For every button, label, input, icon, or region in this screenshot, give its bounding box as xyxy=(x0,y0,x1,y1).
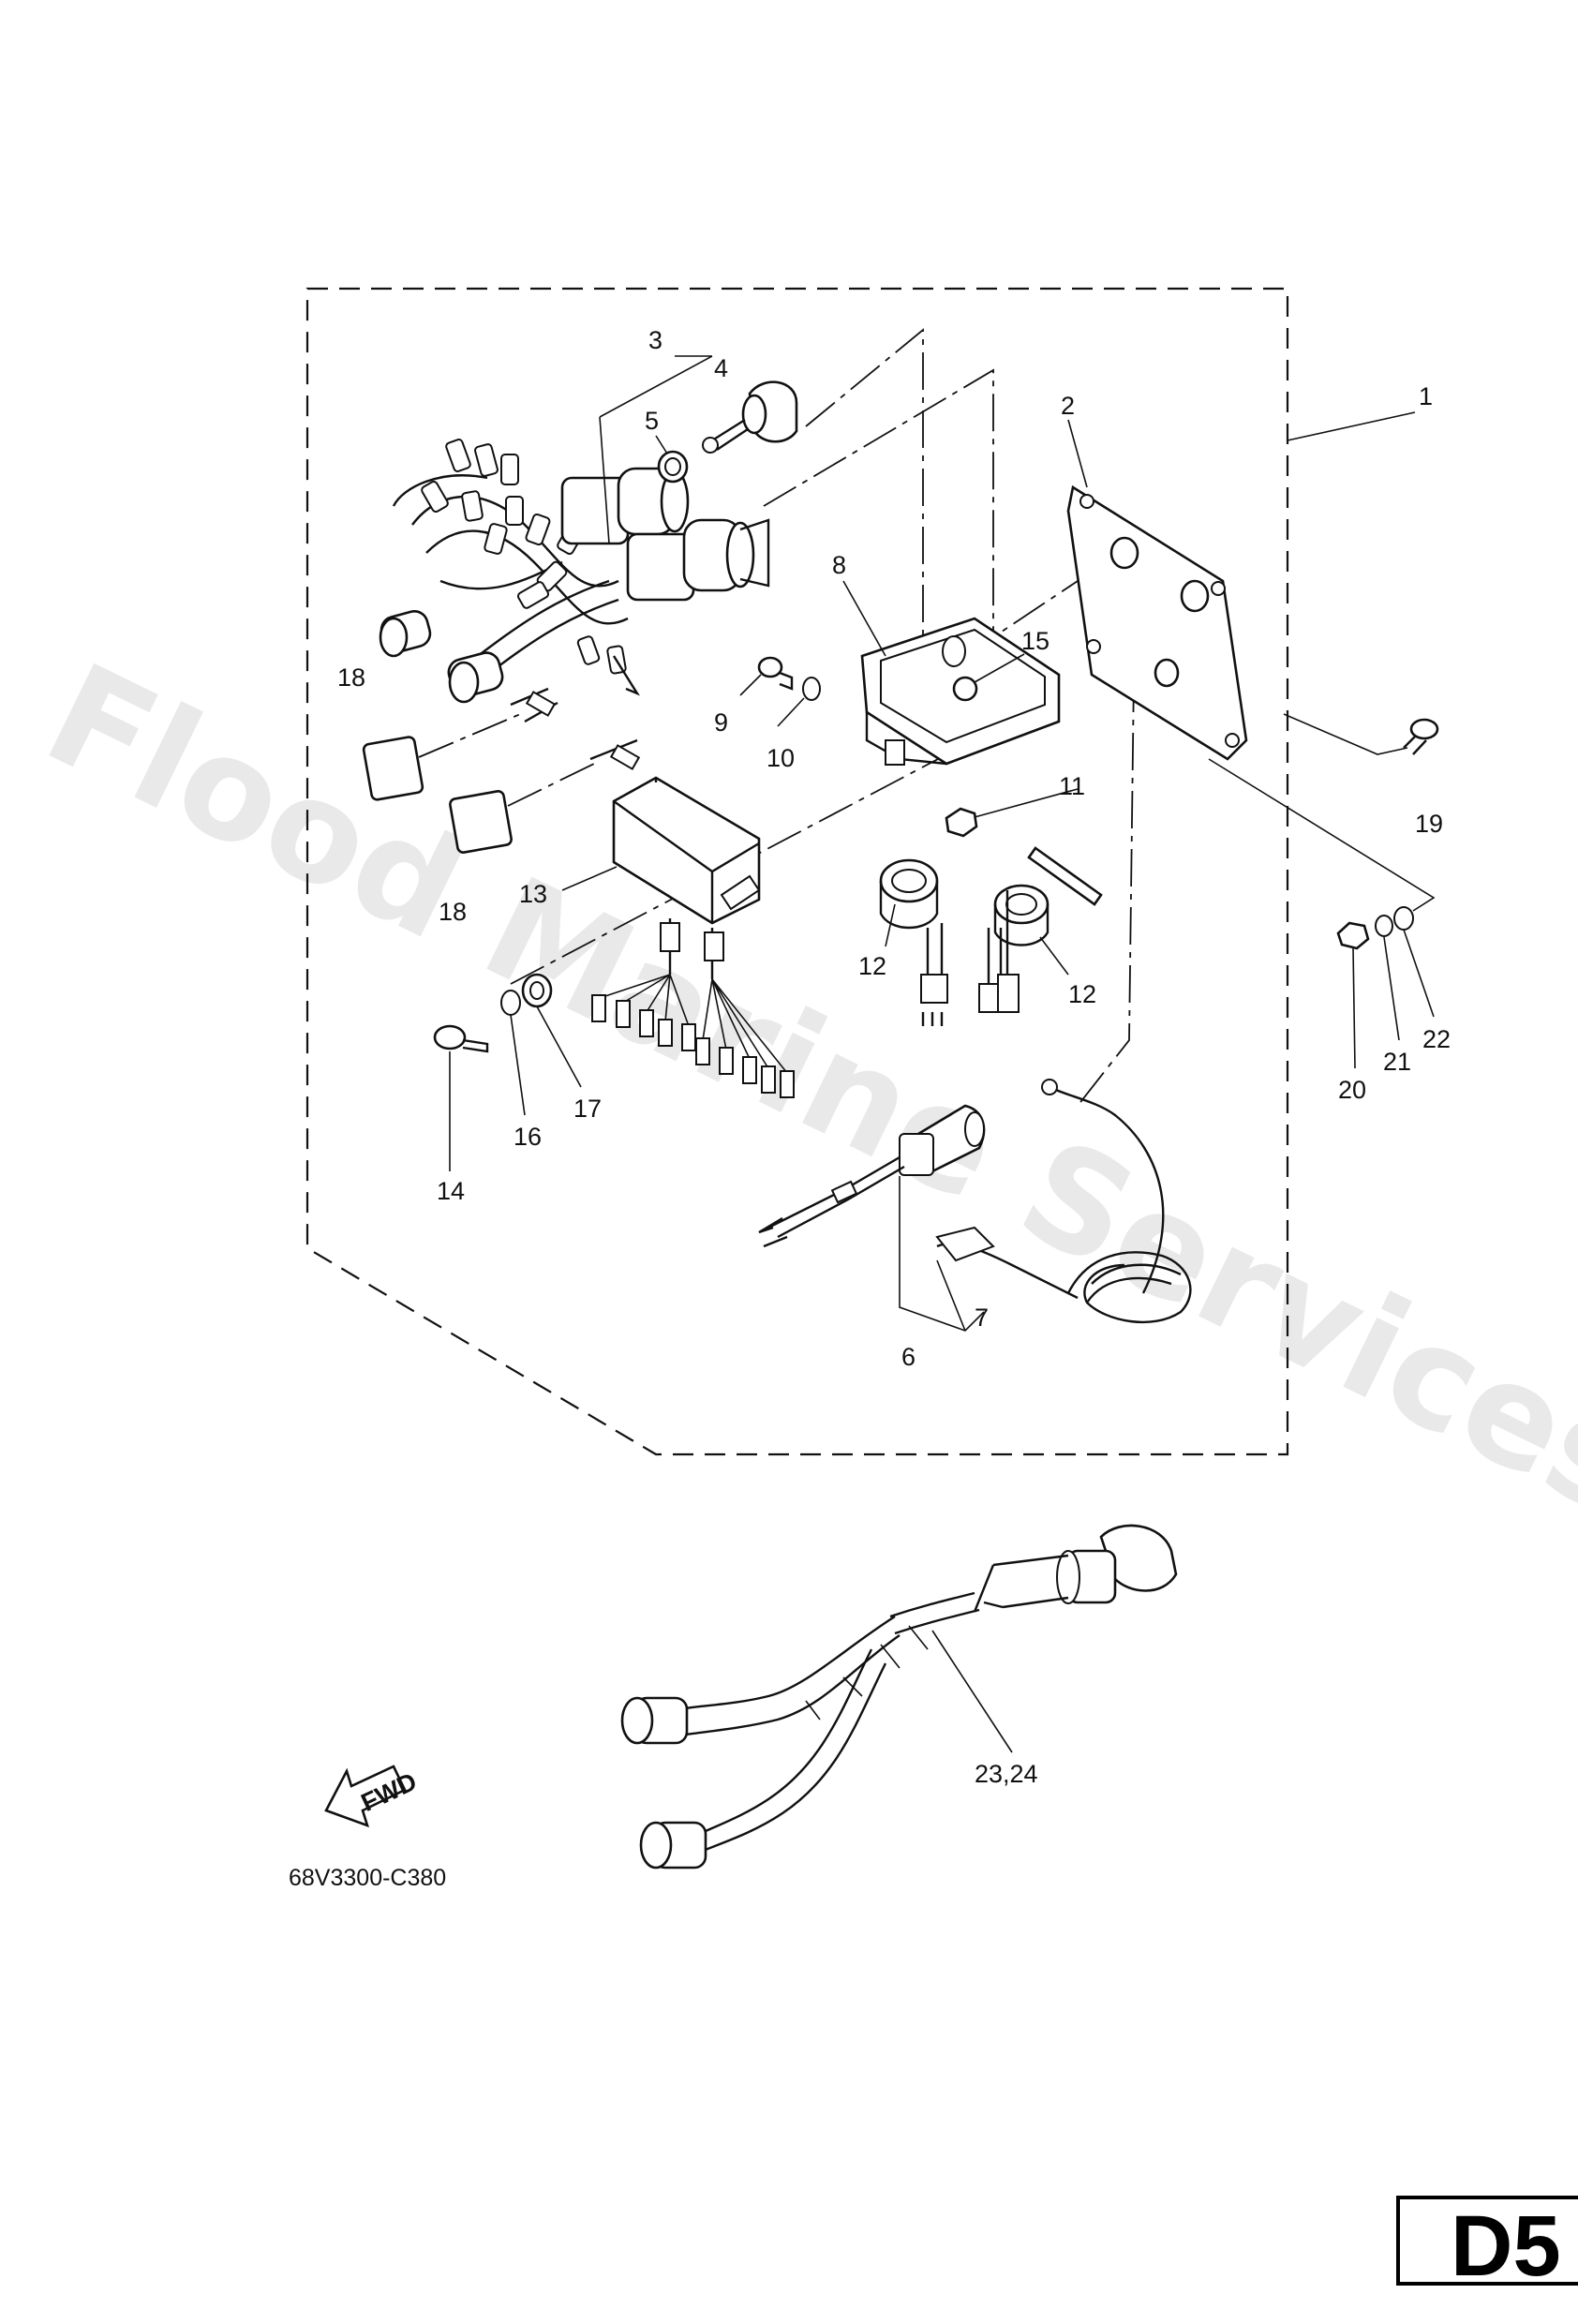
callout-18b: 18 xyxy=(439,898,467,926)
leader-23-24 xyxy=(931,1630,1013,1753)
nut-20-part xyxy=(1336,921,1370,950)
leader-3 xyxy=(599,355,713,544)
leader-19 xyxy=(1283,713,1408,755)
panel-plate-part xyxy=(1066,484,1248,761)
leader-13 xyxy=(561,866,618,891)
connector-cap-part xyxy=(362,687,558,801)
centerline-1 xyxy=(805,328,924,698)
cable-tie-part xyxy=(1027,846,1103,906)
switch-nut-part xyxy=(657,450,689,484)
callout-14: 14 xyxy=(437,1177,465,1205)
callout-21: 21 xyxy=(1383,1048,1411,1076)
extension-harness-part xyxy=(620,1524,1178,1870)
washer-22-part xyxy=(1393,906,1414,931)
relay-part xyxy=(978,884,1050,1013)
callout-20: 20 xyxy=(1338,1076,1366,1104)
bolt-19-part xyxy=(1403,718,1439,755)
leader-21 xyxy=(1383,936,1400,1041)
leader-2 xyxy=(1067,419,1088,488)
assembly-boundary xyxy=(305,287,1289,1456)
callout-13: 13 xyxy=(519,880,547,908)
nut-11-part xyxy=(945,807,978,838)
page-badge: D5 xyxy=(1451,2198,1561,2294)
callout-12a: 12 xyxy=(858,952,886,980)
callout-19: 19 xyxy=(1415,810,1443,838)
control-unit-part xyxy=(591,776,795,1098)
leader-11 xyxy=(974,788,1079,818)
leader-12b xyxy=(1039,936,1069,976)
leader-10 xyxy=(777,697,805,727)
callout-8: 8 xyxy=(832,551,846,579)
leader-12a xyxy=(885,903,896,947)
callout-1: 1 xyxy=(1419,382,1433,410)
callout-17: 17 xyxy=(573,1095,602,1123)
callout-16: 16 xyxy=(514,1123,542,1151)
washer-10-part xyxy=(802,677,821,701)
screw-14-part xyxy=(433,1024,489,1053)
relay-part xyxy=(879,858,948,1026)
washer-21-part xyxy=(1375,915,1393,937)
leader-22 xyxy=(1403,929,1435,1018)
forward-arrow-icon: FWD xyxy=(324,1765,421,1828)
callout-6: 6 xyxy=(901,1343,916,1371)
leader-1 xyxy=(1287,411,1416,441)
leader-8 xyxy=(842,580,886,657)
callout-11: 11 xyxy=(1059,772,1085,800)
callout-2: 2 xyxy=(1061,392,1075,420)
washer-17-part xyxy=(521,973,553,1008)
main-wire-harness-part xyxy=(379,439,770,704)
grommet-15-part xyxy=(952,676,978,702)
callout-23-24: 23,24 xyxy=(975,1760,1038,1788)
callout-3: 3 xyxy=(648,326,662,354)
callout-22: 22 xyxy=(1422,1025,1451,1053)
diagram-code: 68V3300-C380 xyxy=(289,1865,446,1891)
stop-switch-part xyxy=(758,1104,986,1248)
leader-15 xyxy=(974,653,1025,683)
connector-cap-part xyxy=(449,738,641,854)
callout-18a: 18 xyxy=(337,663,365,692)
callout-7: 7 xyxy=(975,1304,989,1332)
washer-16-part xyxy=(500,990,521,1016)
lanyard-part xyxy=(935,1079,1192,1324)
leader-5 xyxy=(655,435,668,454)
leader-16 xyxy=(510,1014,526,1116)
callout-4: 4 xyxy=(714,354,728,382)
screw-9-part xyxy=(757,656,794,691)
leader-9 xyxy=(739,674,762,696)
leader-20 xyxy=(1352,947,1356,1069)
leader-6-7 xyxy=(899,1176,985,1332)
centerline-2 xyxy=(763,368,994,684)
callout-12b: 12 xyxy=(1068,980,1096,1008)
page-badge-box xyxy=(1396,2196,1578,2286)
callout-9: 9 xyxy=(714,708,728,737)
callout-5: 5 xyxy=(645,407,659,435)
key-switch-part xyxy=(702,380,798,454)
callout-15: 15 xyxy=(1021,627,1050,655)
centerline-4 xyxy=(1077,674,1135,1107)
leader-19b xyxy=(1208,758,1436,912)
callout-10: 10 xyxy=(767,744,795,772)
leader-17 xyxy=(536,1006,582,1088)
